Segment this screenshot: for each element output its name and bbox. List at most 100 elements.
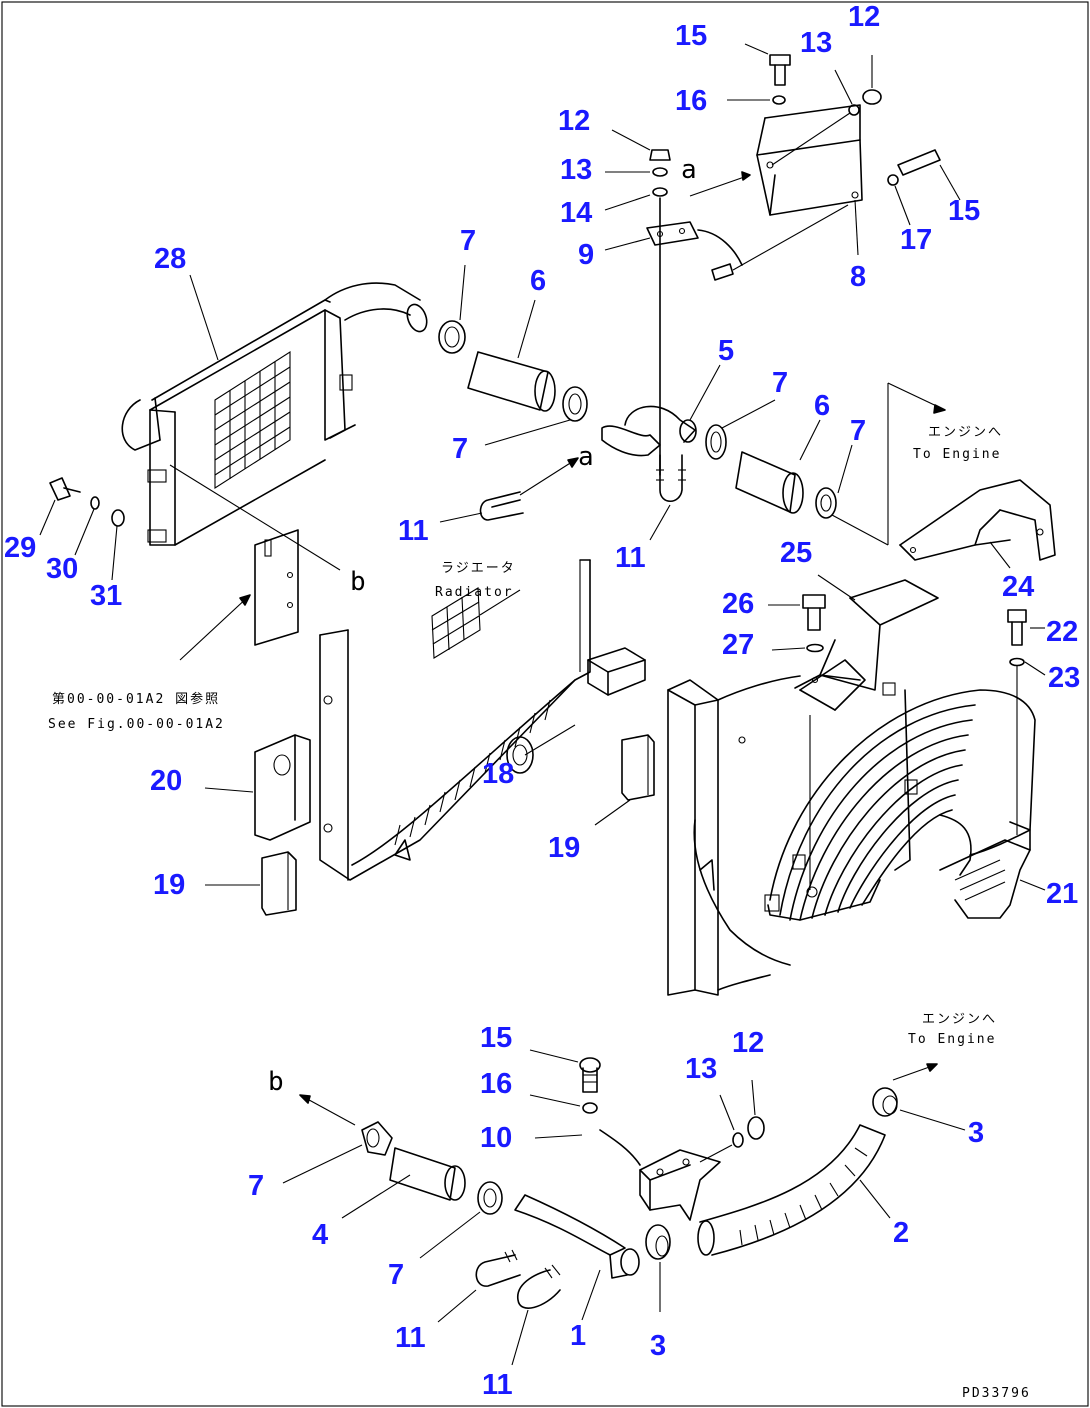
note-radiator-jp: ラジエータ bbox=[441, 561, 516, 576]
callout-23: 23 bbox=[1048, 662, 1080, 694]
engine-arrow-top bbox=[887, 382, 946, 545]
drawing-code: PD33796 bbox=[962, 1386, 1031, 1401]
ref-a-mid: a bbox=[578, 442, 594, 472]
callout-14: 14 bbox=[560, 197, 592, 229]
callout-27: 27 bbox=[722, 629, 754, 661]
bolt-22 bbox=[1007, 609, 1045, 646]
callout-7-a: 7 bbox=[460, 225, 476, 257]
callout-6-a: 6 bbox=[530, 265, 546, 297]
clamp-7-b bbox=[484, 386, 588, 446]
bracket-10 bbox=[534, 1129, 721, 1221]
u-bolt-11-mid-left bbox=[439, 491, 524, 523]
hose-4 bbox=[341, 1147, 466, 1219]
nut-12-upper bbox=[611, 129, 671, 161]
nut-12-bottom bbox=[747, 1079, 765, 1140]
radiator-core bbox=[319, 559, 591, 881]
annotation-notes: エンジンへ To Engine エンジンへ To Engine ラジエータ Ra… bbox=[48, 425, 1031, 1401]
arrow-a-top bbox=[689, 174, 751, 197]
clamp-7-d bbox=[815, 444, 889, 546]
bolt-15-bottom bbox=[529, 1049, 601, 1093]
bolt-15-top bbox=[744, 43, 791, 86]
clamp-7-a bbox=[438, 264, 466, 354]
radiator-guard-28 bbox=[147, 309, 356, 546]
note-see-fig-jp: 第00-00-01A2 図参照 bbox=[52, 691, 220, 707]
bracket-25 bbox=[794, 574, 939, 691]
callout-22: 22 bbox=[1046, 616, 1078, 648]
callout-3-right: 3 bbox=[968, 1117, 984, 1149]
fan-guard-rings bbox=[764, 659, 1036, 921]
bolt-lower-bracket bbox=[711, 204, 849, 281]
block-18 bbox=[524, 647, 646, 756]
callout-11-mid: 11 bbox=[615, 542, 646, 574]
callout-4: 4 bbox=[312, 1219, 328, 1251]
callout-16-bottom: 16 bbox=[480, 1068, 512, 1100]
clamp-7-c bbox=[705, 399, 776, 460]
callout-19-left: 19 bbox=[153, 869, 185, 901]
bolt-26 bbox=[768, 594, 826, 631]
note-to-engine-top-en: To Engine bbox=[913, 447, 1001, 462]
bracket-20 bbox=[204, 734, 311, 841]
bolt-15-right bbox=[887, 149, 961, 226]
callout-15-top: 15 bbox=[675, 20, 707, 52]
washer-27 bbox=[771, 643, 824, 653]
reference-letters: a a b b bbox=[268, 155, 697, 1097]
note-to-engine-bottom-jp: エンジンへ bbox=[922, 1012, 997, 1027]
callout-17: 17 bbox=[900, 224, 932, 256]
callout-2: 2 bbox=[893, 1217, 909, 1249]
callout-18: 18 bbox=[482, 758, 514, 790]
callout-10: 10 bbox=[480, 1122, 512, 1154]
clamp-3-bottom bbox=[645, 1224, 671, 1312]
clamp-3-right bbox=[872, 1087, 966, 1131]
clamp-7-f bbox=[419, 1181, 503, 1259]
cover-plate bbox=[179, 529, 299, 661]
leader-8 bbox=[854, 199, 859, 256]
u-bolt-11-bottom-1 bbox=[437, 1249, 521, 1323]
pipe-28 bbox=[121, 274, 428, 451]
hose-2 bbox=[697, 1124, 891, 1256]
callout-7-e: 7 bbox=[248, 1170, 264, 1202]
nut-12-top-right bbox=[862, 55, 882, 105]
washer-14 bbox=[604, 187, 668, 211]
washer-13-top-right bbox=[771, 69, 860, 166]
callout-5: 5 bbox=[718, 335, 734, 367]
washer-30 bbox=[74, 496, 100, 556]
bracket-21 bbox=[939, 821, 1046, 919]
callout-12-top-right: 12 bbox=[848, 1, 880, 33]
elbow-5 bbox=[601, 364, 721, 457]
callout-12-upper: 12 bbox=[558, 105, 590, 137]
callout-31: 31 bbox=[90, 580, 122, 612]
callout-15-right: 15 bbox=[948, 195, 980, 227]
callout-26: 26 bbox=[722, 588, 754, 620]
callout-25: 25 bbox=[780, 537, 812, 569]
callout-labels: 15 16 12 13 12 13 14 9 8 17 15 28 7 6 7 … bbox=[4, 1, 1080, 1401]
u-bolt-rod-11 bbox=[649, 197, 686, 541]
shroud-bracket-24 bbox=[899, 479, 1056, 569]
ref-b-mid: b bbox=[350, 567, 366, 597]
callout-1: 1 bbox=[570, 1320, 586, 1352]
callout-7-d: 7 bbox=[850, 415, 866, 447]
callout-24: 24 bbox=[1002, 571, 1034, 603]
callout-28: 28 bbox=[154, 243, 186, 275]
callout-11-mid-left: 11 bbox=[398, 515, 429, 547]
u-bolt-11-bottom-2 bbox=[511, 1264, 561, 1366]
callout-9: 9 bbox=[578, 239, 594, 271]
callout-11-bottom-left-2: 11 bbox=[482, 1369, 513, 1401]
callout-6-b: 6 bbox=[814, 390, 830, 422]
callout-13-upper: 13 bbox=[560, 154, 592, 186]
callout-12-bottom: 12 bbox=[732, 1027, 764, 1059]
callout-7-b: 7 bbox=[452, 433, 468, 465]
note-to-engine-bottom-en: To Engine bbox=[908, 1032, 996, 1047]
callout-20: 20 bbox=[150, 765, 182, 797]
washer-23 bbox=[1009, 657, 1046, 835]
note-to-engine-top-jp: エンジンへ bbox=[928, 425, 1003, 440]
pad-19-left bbox=[205, 851, 297, 916]
hose-6-a bbox=[467, 299, 556, 412]
washer-31 bbox=[111, 509, 125, 581]
upper-bracket-8 bbox=[756, 104, 863, 216]
arrow-a-mid bbox=[519, 459, 576, 496]
washer-16-top bbox=[727, 95, 786, 105]
bolt-29 bbox=[39, 477, 81, 536]
